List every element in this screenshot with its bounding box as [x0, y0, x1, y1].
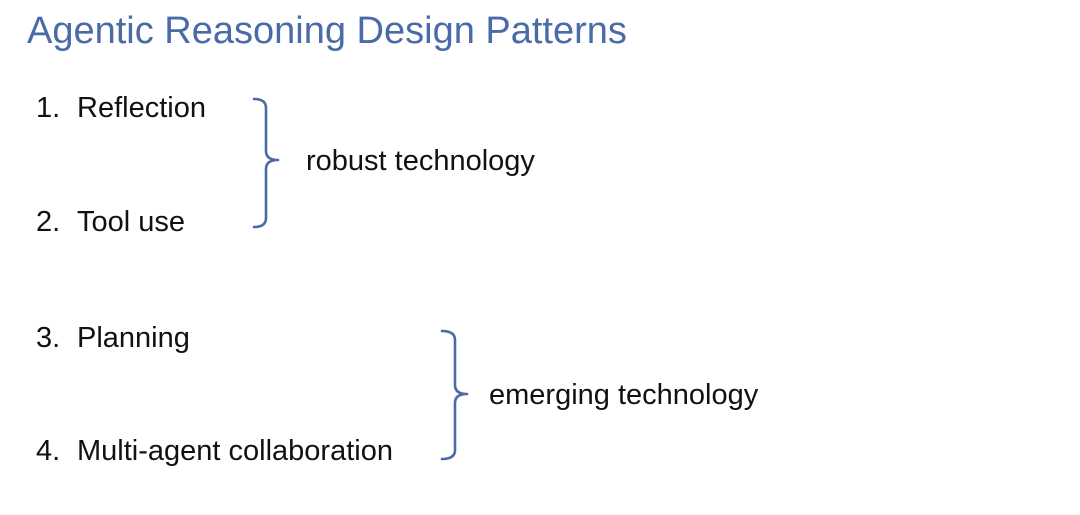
list-item-label: Tool use — [77, 206, 186, 238]
list-item-label: Multi-agent collaboration — [77, 435, 393, 467]
list-item-number: 2. — [36, 206, 61, 238]
group-label-emerging: emerging technology — [489, 379, 759, 411]
list-item-number: 4. — [36, 435, 61, 467]
list-item-label: Reflection — [77, 92, 206, 124]
list-item-planning: 3. Planning — [36, 321, 190, 355]
list-item-number: 3. — [36, 322, 61, 354]
list-item-number: 1. — [36, 92, 61, 124]
right-brace-icon — [252, 97, 280, 229]
group-label-robust: robust technology — [306, 145, 535, 177]
right-brace-icon — [440, 329, 469, 461]
list-item-tool-use: 2. Tool use — [36, 205, 185, 239]
list-item-multi-agent-collaboration: 4. Multi-agent collaboration — [36, 434, 393, 468]
slide-title: Agentic Reasoning Design Patterns — [27, 10, 627, 52]
list-item-reflection: 1. Reflection — [36, 91, 206, 125]
list-item-label: Planning — [77, 322, 190, 354]
